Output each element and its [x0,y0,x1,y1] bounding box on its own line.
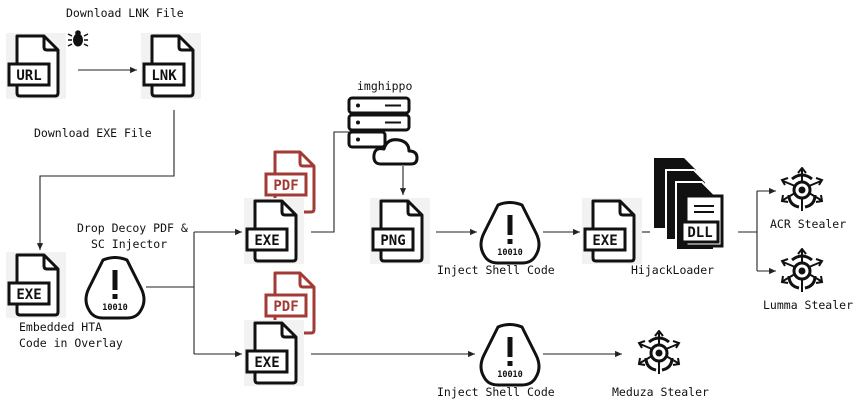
warning-file-icon-left: 10010 [84,256,146,320]
pdf-file-icon-top: PDF [264,150,316,214]
pdf-file-icon-bottom: PDF [264,271,316,335]
acr-stealer-icon [780,167,824,213]
exe-file-icon-initial: EXE [6,252,66,318]
arrow-exe-to-imghippo [311,131,349,233]
warning-code-bottom: 10010 [497,370,523,380]
exe-file-icon-loader: EXE [582,198,642,264]
url-file-label: URL [16,68,41,84]
warning-code-top: 10010 [497,248,523,258]
exe-file-label-bottom: EXE [254,355,279,371]
pdf-file-label-top: PDF [273,178,298,194]
label-inject-top: Inject Shell Code [437,263,555,277]
label-acr-stealer: ACR Stealer [770,217,846,231]
exe-file-icon-bottom: EXE [244,320,304,386]
warning-file-icon-bottom: 10010 [479,323,541,387]
lumma-stealer-icon [780,248,824,294]
warning-file-icon-top: 10010 [479,201,541,265]
label-download-exe: Download EXE File [34,126,152,140]
arrow-loader-split [738,191,758,271]
meduza-stealer-icon [637,330,681,376]
label-lumma-stealer: Lumma Stealer [763,298,853,312]
dll-file-label: DLL [687,225,712,241]
label-inject-bottom: Inject Shell Code [437,385,555,399]
png-file-label: PNG [380,233,405,249]
lnk-file-icon: LNK [141,33,201,99]
label-download-lnk: Download LNK File [66,6,184,20]
label-hijackloader: HijackLoader [631,263,714,277]
label-imghippo: imghippo [357,79,412,93]
exe-file-icon-top: EXE [244,198,304,264]
label-drop-decoy-1: Drop Decoy PDF & [77,221,188,235]
exe-file-label-loader: EXE [592,233,617,249]
server-cloud-icon [347,96,419,166]
label-drop-decoy-2: SC Injector [91,237,167,251]
warning-code-left: 10010 [102,303,128,313]
url-file-icon: URL [6,33,66,99]
pdf-file-label-bottom: PDF [273,299,298,315]
png-file-icon: PNG [370,198,430,264]
connectors [36,66,776,358]
hijackloader-documents-icon: DLL [654,158,724,251]
label-embedded-2: Code in Overlay [19,336,123,350]
exe-file-label-initial: EXE [16,287,41,303]
bug-icon [67,30,89,47]
lnk-file-label: LNK [151,68,177,84]
label-embedded-1: Embedded HTA [19,320,102,334]
exe-file-label-top: EXE [254,233,279,249]
label-meduza-stealer: Meduza Stealer [612,385,709,399]
arrow-lnk-to-exe [36,110,175,250]
